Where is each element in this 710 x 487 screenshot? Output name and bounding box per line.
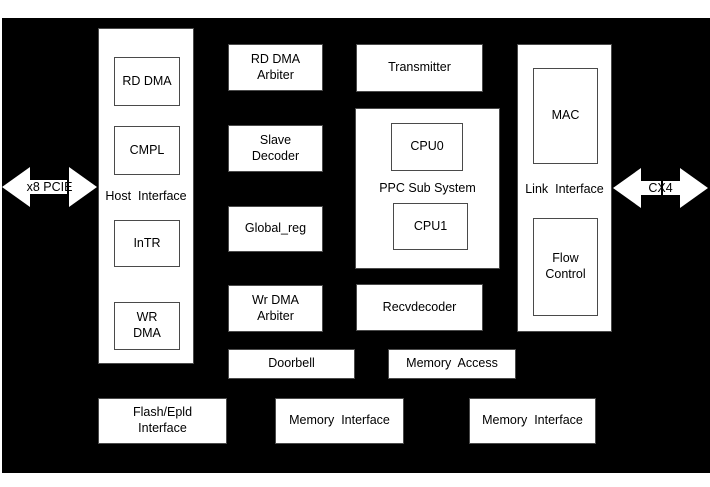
block-doorbell: Doorbell bbox=[228, 349, 355, 379]
block-intr: InTR bbox=[114, 220, 180, 267]
double-arrow-icon bbox=[613, 167, 708, 209]
pcie-port-label: x8 PCIE bbox=[26, 180, 73, 194]
block-flash-epld-interface: Flash/Epld Interface bbox=[98, 398, 227, 444]
block-memory-interface-left: Memory Interface bbox=[275, 398, 404, 444]
cx4-port: CX4 bbox=[613, 167, 708, 209]
block-link-interface: MAC Link Interface Flow Control bbox=[517, 44, 612, 332]
block-rd-dma-arbiter: RD DMA Arbiter bbox=[228, 44, 323, 91]
double-arrow-icon bbox=[2, 166, 97, 208]
block-slave-decoder: Slave Decoder bbox=[228, 125, 323, 172]
block-host-interface: RD DMA CMPL Host Interface InTR WR DMA bbox=[98, 28, 194, 364]
block-cpu0: CPU0 bbox=[391, 123, 463, 171]
block-mac: MAC bbox=[533, 68, 598, 164]
block-rd-dma: RD DMA bbox=[114, 57, 180, 106]
block-cmpl: CMPL bbox=[114, 126, 180, 175]
block-wr-dma-arbiter: Wr DMA Arbiter bbox=[228, 285, 323, 332]
pcie-port: x8 PCIE bbox=[2, 166, 97, 208]
block-cpu1: CPU1 bbox=[393, 203, 468, 250]
block-wr-dma: WR DMA bbox=[114, 302, 180, 350]
cx4-port-label: CX4 bbox=[648, 181, 673, 195]
block-host-interface-label: Host Interface bbox=[105, 189, 187, 203]
block-ppc-sub-system: CPU0 PPC Sub System CPU1 bbox=[355, 108, 500, 269]
block-recvdecoder: Recvdecoder bbox=[356, 284, 483, 331]
block-link-interface-label: Link Interface bbox=[525, 182, 604, 196]
block-flow-control: Flow Control bbox=[533, 218, 598, 316]
block-ppc-sub-system-label: PPC Sub System bbox=[379, 181, 476, 195]
block-global-reg: Global_reg bbox=[228, 206, 323, 252]
block-memory-access: Memory Access bbox=[388, 349, 516, 379]
block-memory-interface-right: Memory Interface bbox=[469, 398, 596, 444]
block-transmitter: Transmitter bbox=[356, 44, 483, 92]
